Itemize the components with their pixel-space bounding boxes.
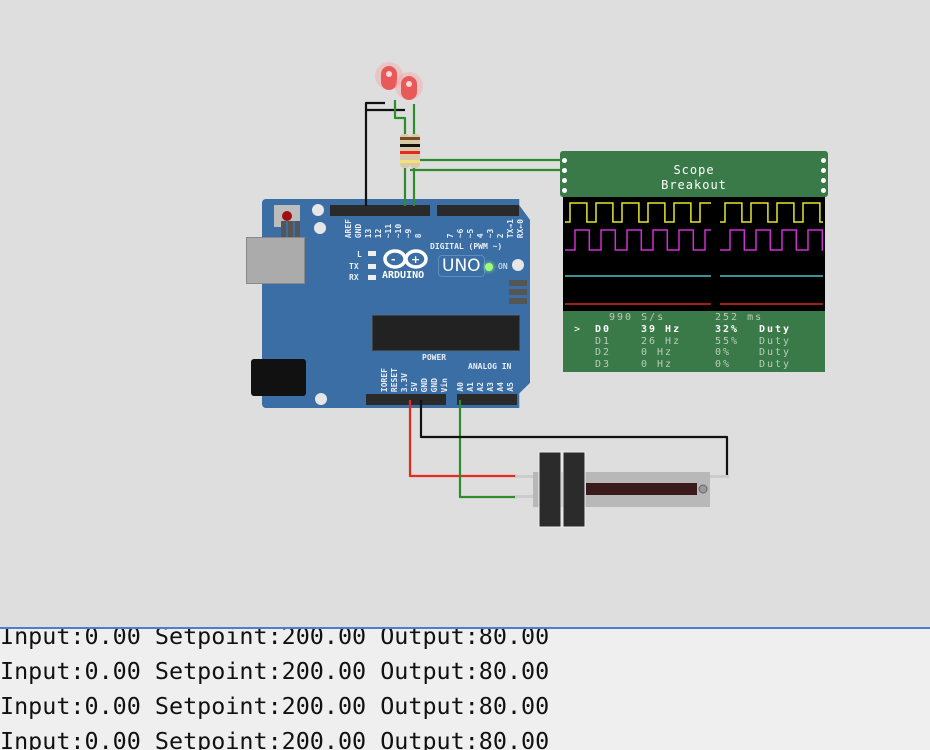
serial-line: Input:0.00 Setpoint:200.00 Output:80.00 <box>0 727 550 750</box>
scope-screen <box>563 197 825 311</box>
waveform-d1 <box>565 229 711 251</box>
channel-freq: 39 Hz <box>641 324 682 335</box>
serial-line: Input:0.00 Setpoint:200.00 Output:80.00 <box>0 692 550 720</box>
mount-hole <box>312 204 324 216</box>
channel-duty: 32% <box>715 324 740 335</box>
rx-led <box>368 275 376 280</box>
channel-cursor: > <box>574 324 583 335</box>
channel-duty: 0% <box>715 358 732 370</box>
led-2[interactable] <box>395 72 423 100</box>
channel-name: D1 <box>595 335 612 347</box>
svg-text:+: + <box>411 253 420 266</box>
channel-freq: 26 Hz <box>641 335 682 347</box>
wire-led1-resistor <box>393 100 407 135</box>
digital-label: DIGITAL (PWM ~) <box>430 242 503 251</box>
analog-label: ANALOG IN <box>468 362 512 371</box>
scope-header: Scope Breakout <box>560 151 828 197</box>
digital-header-high[interactable] <box>330 205 430 216</box>
channel-duty: 55% <box>715 335 740 347</box>
scope-breakout[interactable]: Scope Breakout 990 S/s 252 ms > D0 39 Hz 3… <box>560 151 828 372</box>
channel-name: D2 <box>595 347 612 358</box>
atmega-chip <box>372 315 520 351</box>
waveform-d0 <box>720 202 823 223</box>
on-label: ON <box>498 262 508 271</box>
svg-text:-: - <box>391 253 396 266</box>
waveform-d1 <box>720 229 824 251</box>
power-header[interactable] <box>366 394 446 405</box>
channel-duty-label: Duty <box>759 358 792 370</box>
l-led <box>368 251 376 256</box>
wire-gnd-pot <box>419 400 729 477</box>
analog-header[interactable] <box>457 394 517 405</box>
serial-line: Input:0.00 Setpoint:200.00 Output:80.00 <box>0 657 550 685</box>
waveform-d0 <box>565 202 711 223</box>
channel-freq: 0 Hz <box>641 358 674 370</box>
channel-duty-label: Duty <box>759 347 792 358</box>
icsp-header-usb <box>281 221 301 239</box>
channel-name: D0 <box>595 324 612 335</box>
l-led-label: L <box>357 250 362 259</box>
mount-hole <box>314 222 326 234</box>
rx-led-label: RX <box>349 273 359 282</box>
mount-hole <box>315 393 327 405</box>
icsp-header <box>509 280 527 306</box>
power-jack <box>251 359 306 396</box>
arduino-logo-icon: -+ <box>382 249 430 269</box>
slide-potentiometer[interactable] <box>515 451 729 528</box>
mount-hole <box>512 259 524 271</box>
wiring-layer <box>364 62 729 528</box>
resistor-2[interactable] <box>410 134 420 168</box>
wire-gnd-leds <box>364 101 385 206</box>
model-label: UNO <box>438 255 485 277</box>
serial-monitor[interactable]: Input:0.00 Setpoint:200.00 Output:80.00 … <box>0 627 930 750</box>
led-1[interactable] <box>375 62 403 90</box>
scope-title: Scope <box>673 163 715 177</box>
power-led <box>485 263 493 271</box>
digital-header-low[interactable] <box>437 205 519 216</box>
wire-a0-pot <box>458 400 517 499</box>
tx-led <box>368 264 376 269</box>
channel-duty-label: Duty <box>759 324 792 335</box>
slider-knob[interactable] <box>538 451 586 528</box>
channel-duty: 0% <box>715 347 732 358</box>
wire-5v-pot <box>408 400 517 478</box>
time-window: 252 ms <box>715 312 764 323</box>
serial-line: Input:0.00 Setpoint:200.00 Output:80.00 <box>0 627 550 650</box>
resistor-1[interactable] <box>400 134 410 168</box>
sample-rate: 990 S/s <box>609 312 666 323</box>
arduino-uno-board[interactable]: AREF GND 13 12 ~11 ~10 ~9 8 7 ~6 ~5 4 ~3… <box>262 199 530 408</box>
arduino-logo-text: ARDUINO <box>382 270 425 281</box>
power-label: POWER <box>422 353 447 362</box>
channel-name: D3 <box>595 358 612 370</box>
channel-duty-label: Duty <box>759 335 792 347</box>
scope-subtitle: Breakout <box>661 178 727 192</box>
usb-port <box>246 237 305 284</box>
tx-led-label: TX <box>349 262 359 271</box>
channel-freq: 0 Hz <box>641 347 674 358</box>
